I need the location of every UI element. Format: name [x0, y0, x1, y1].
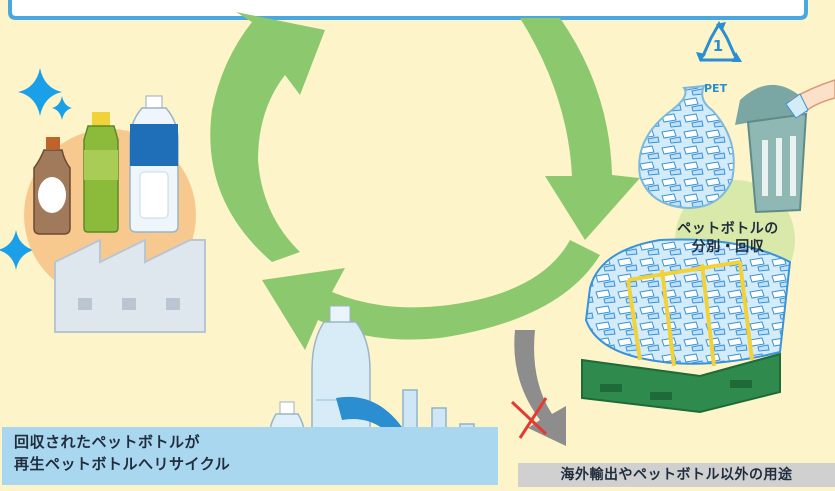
- sparkle-icon: [18, 68, 62, 116]
- overseas-arrow: [514, 330, 566, 446]
- cycle-arrow-left: [210, 12, 325, 262]
- bottle-bag-icon: [638, 84, 735, 210]
- water-bottle-icon: [129, 95, 179, 233]
- trash-can-icon: [735, 84, 808, 214]
- top-banner: [8, 0, 808, 20]
- cycle-arrows: [210, 12, 640, 350]
- hand-with-bottle-icon: [785, 79, 835, 119]
- bottle-bale-icon: [584, 238, 792, 367]
- sort-label-line1: ペットボトルの: [677, 221, 779, 237]
- pet-number: 1: [712, 37, 724, 55]
- sort-label-line2: 分別・回収: [691, 239, 765, 255]
- sparkle-icon: [52, 96, 72, 120]
- overseas-label: 海外輸出やペットボトル以外の用途: [518, 463, 835, 487]
- pallet-icon: [581, 352, 781, 414]
- brown-bottle-icon: [33, 137, 71, 235]
- recycle-label-line2: 再生ペットボトルへリサイクル: [14, 455, 231, 473]
- sparkle-icons: [0, 68, 72, 270]
- factory-icon: [54, 238, 206, 333]
- recycle-label-line1: 回収されたペットボトルが: [14, 433, 201, 451]
- drink-bottles: [33, 95, 179, 235]
- cross-mark-icon: [510, 397, 548, 439]
- sparkle-icon: [0, 230, 34, 270]
- cycle-arrow-bottom: [262, 240, 600, 350]
- cycle-arrow-right: [520, 18, 640, 240]
- pet-label: PET: [704, 82, 728, 95]
- green-bottle-icon: [83, 112, 119, 233]
- recycle-label: 回収されたペットボトルが 再生ペットボトルへリサイクル: [2, 427, 498, 485]
- pet-recycle-arrows: [696, 22, 742, 62]
- sort-collect-label: ペットボトルの 分別・回収: [668, 220, 788, 256]
